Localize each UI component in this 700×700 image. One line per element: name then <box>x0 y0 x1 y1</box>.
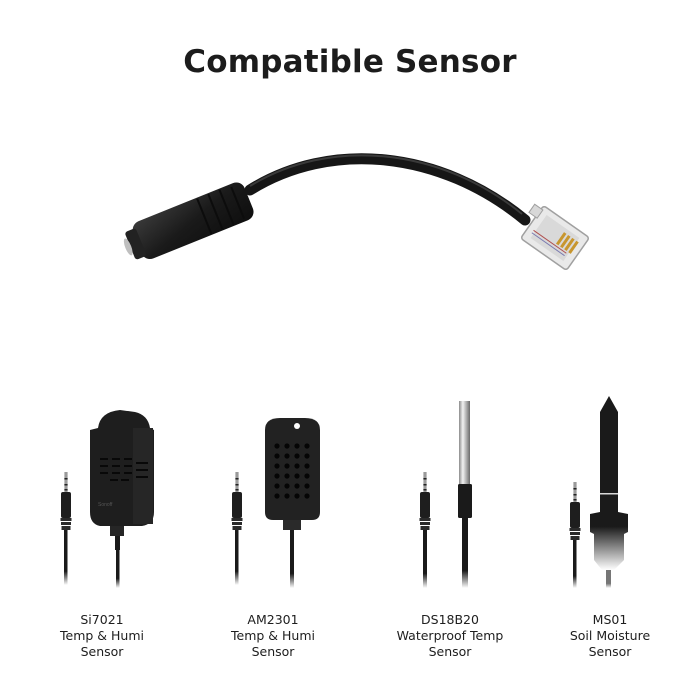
sensor-ms01-image <box>569 396 628 588</box>
sensor-suffix: Sensor <box>251 644 295 659</box>
sensor-suffix: Sensor <box>428 644 472 659</box>
sensor-model: MS01 <box>592 612 628 627</box>
sensor-model: Si7021 <box>80 612 124 627</box>
sensor-label-ms01: MS01 Soil Moisture Sensor <box>530 612 690 660</box>
sensor-label-si7021: Si7021 Temp & Humi Sensor <box>22 612 182 660</box>
sensor-type: Temp & Humi <box>231 628 315 643</box>
sensor-si7021-image: Sonoff <box>60 410 154 588</box>
sensor-type: Waterproof Temp <box>396 628 504 643</box>
sensor-type: Temp & Humi <box>60 628 144 643</box>
sensor-model: AM2301 <box>247 612 299 627</box>
sensor-label-ds18b20: DS18B20 Waterproof Temp Sensor <box>370 612 530 660</box>
svg-text:Sonoff: Sonoff <box>98 502 113 508</box>
sensor-model: DS18B20 <box>421 612 479 627</box>
sensor-am2301-image <box>231 418 320 588</box>
sensor-type: Soil Moisture <box>569 628 651 643</box>
sensor-suffix: Sensor <box>588 644 632 659</box>
adapter-cable <box>123 153 589 271</box>
page-title: Compatible Sensor <box>183 44 517 80</box>
sensor-label-am2301: AM2301 Temp & Humi Sensor <box>193 612 353 660</box>
sensor-suffix: Sensor <box>80 644 124 659</box>
sensor-ds18b20-image <box>419 401 472 588</box>
